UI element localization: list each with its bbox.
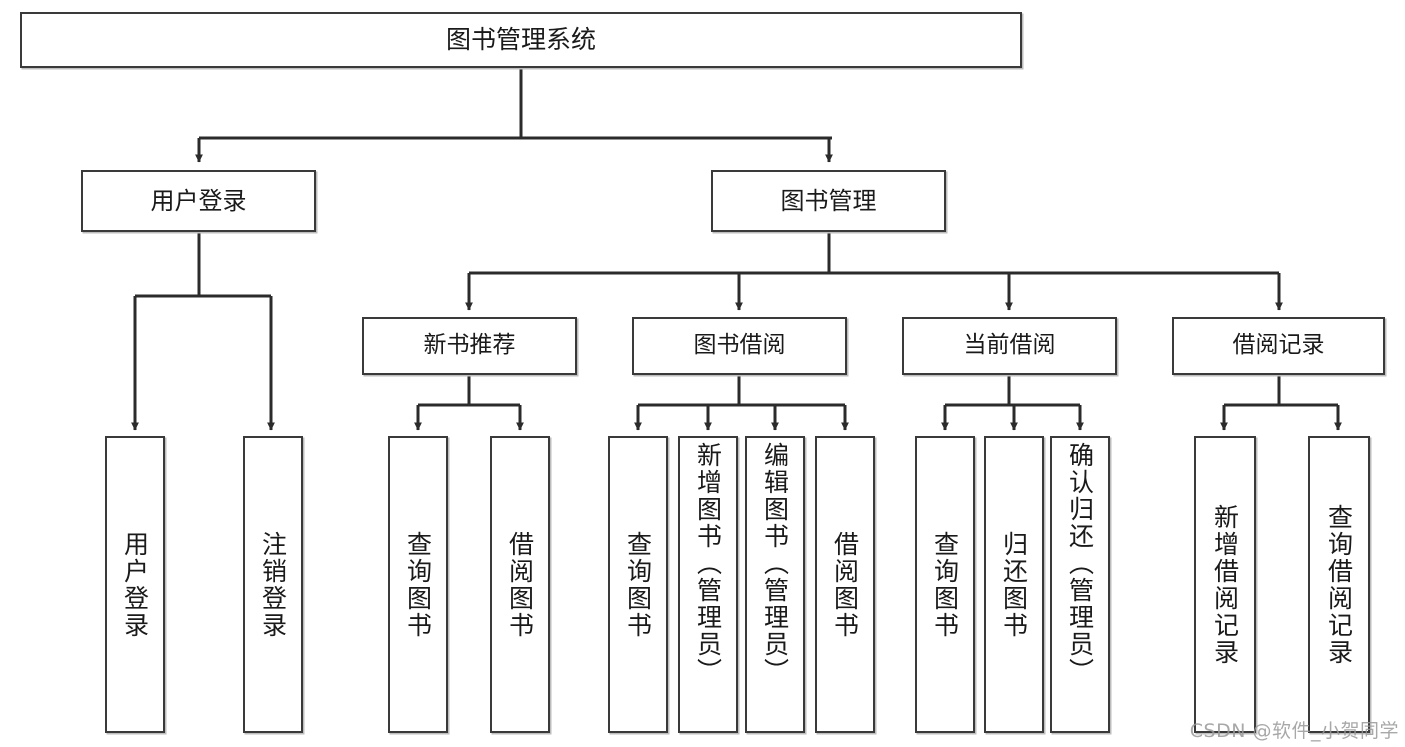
node-label: 当前借阅 <box>963 332 1056 359</box>
node-label: 查询借阅记录 <box>1324 503 1354 666</box>
node-book-management[interactable]: 图书管理 <box>711 170 946 232</box>
node-label: 借阅记录 <box>1232 332 1325 359</box>
leaf-borrow-book[interactable]: 借阅图书 <box>815 436 875 733</box>
leaf-confirm-return-admin[interactable]: 确认归还（管理员） <box>1050 436 1110 733</box>
node-label: 新书推荐 <box>423 332 516 359</box>
node-label: 用户登录 <box>150 186 247 215</box>
node-label: 图书管理系统 <box>445 25 596 55</box>
node-label: 用户登录 <box>120 530 150 639</box>
leaf-query-borrow-record[interactable]: 查询借阅记录 <box>1308 436 1370 733</box>
node-new-book-recommend[interactable]: 新书推荐 <box>362 317 577 375</box>
node-label: 查询图书 <box>403 530 433 639</box>
node-root-system[interactable]: 图书管理系统 <box>20 12 1022 68</box>
node-user-login[interactable]: 用户登录 <box>81 170 316 232</box>
node-label: 编辑图书（管理员） <box>760 442 790 685</box>
node-label: 新增借阅记录 <box>1210 503 1240 666</box>
node-label: 借阅图书 <box>505 530 535 639</box>
node-book-borrow[interactable]: 图书借阅 <box>632 317 847 375</box>
leaf-query-book-current[interactable]: 查询图书 <box>915 436 975 733</box>
leaf-add-borrow-record[interactable]: 新增借阅记录 <box>1194 436 1256 733</box>
csdn-watermark: CSDN @软件_小贺同学 <box>1189 720 1399 742</box>
node-label: 确认归还（管理员） <box>1065 442 1095 685</box>
node-label: 查询图书 <box>930 530 960 639</box>
leaf-borrow-book-recommend[interactable]: 借阅图书 <box>490 436 550 733</box>
node-label: 注销登录 <box>258 530 288 639</box>
leaf-edit-book-admin[interactable]: 编辑图书（管理员） <box>745 436 805 733</box>
leaf-return-book[interactable]: 归还图书 <box>984 436 1044 733</box>
node-label: 图书管理 <box>780 186 877 215</box>
node-label: 归还图书 <box>999 530 1029 639</box>
node-borrow-record[interactable]: 借阅记录 <box>1172 317 1385 375</box>
node-label: 查询图书 <box>623 530 653 639</box>
node-current-borrow[interactable]: 当前借阅 <box>902 317 1117 375</box>
leaf-user-login[interactable]: 用户登录 <box>105 436 165 733</box>
node-label: 新增图书（管理员） <box>693 442 723 685</box>
leaf-query-book-borrow[interactable]: 查询图书 <box>608 436 668 733</box>
node-label: 借阅图书 <box>830 530 860 639</box>
leaf-add-book-admin[interactable]: 新增图书（管理员） <box>678 436 738 733</box>
leaf-logout[interactable]: 注销登录 <box>243 436 303 733</box>
leaf-query-book-recommend[interactable]: 查询图书 <box>388 436 448 733</box>
node-label: 图书借阅 <box>693 332 786 359</box>
